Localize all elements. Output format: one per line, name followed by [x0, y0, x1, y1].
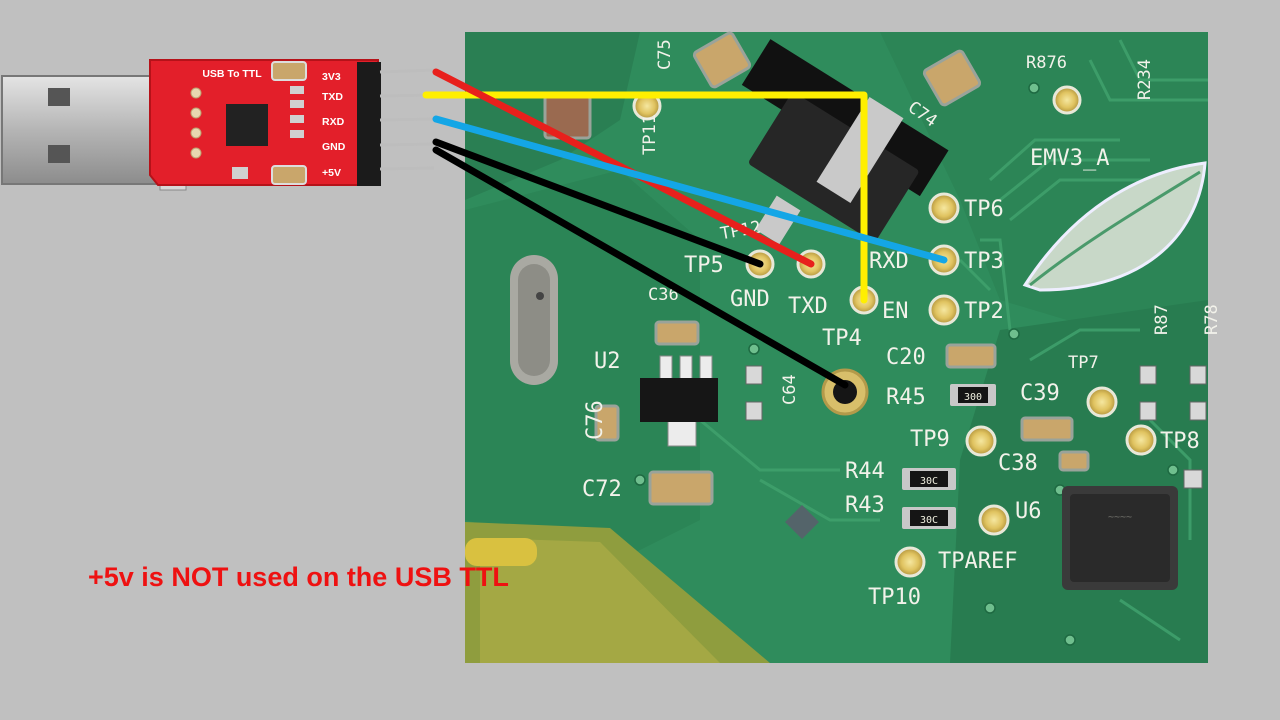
warning-note: +5v is NOT used on the USB TTL — [88, 562, 509, 592]
label-r44: R44 — [845, 459, 885, 484]
label-gnd: GND — [730, 287, 770, 312]
wires — [422, 68, 948, 389]
label-tp3: TP3 — [964, 249, 1004, 274]
label-tp8: TP8 — [1160, 429, 1200, 454]
wire-yellow-txd — [422, 91, 868, 304]
resistor-r44: 30C — [902, 468, 956, 490]
resistor-r45: 300 — [950, 384, 996, 406]
label-en: EN — [882, 299, 909, 324]
wire-black-gnd-1 — [432, 138, 764, 268]
label-r876: R876 — [1026, 53, 1067, 73]
pin-label-5v: +5V — [322, 167, 341, 179]
label-tparef: TPAREF — [938, 549, 1017, 574]
pin-header — [357, 62, 381, 186]
label-c75: C75 — [655, 39, 675, 70]
pin-label-txd: TXD — [322, 91, 343, 103]
svg-text:~~~~: ~~~~ — [1108, 512, 1132, 523]
pin-label-gnd: GND — [322, 141, 346, 153]
label-tp7: TP7 — [1068, 353, 1099, 373]
label-c38: C38 — [998, 451, 1038, 476]
usb-ttl-title: USB To TTL — [202, 68, 262, 80]
label-tp4: TP4 — [822, 326, 862, 351]
wire-black-gnd-2 — [432, 146, 849, 389]
ic-u6: ~~~~ — [1062, 486, 1178, 590]
label-txd: TXD — [788, 294, 828, 319]
label-c76: C76 — [583, 400, 608, 440]
label-r43: R43 — [845, 493, 885, 518]
label-tp9: TP9 — [910, 427, 950, 452]
usb-ttl-adapter: USB To TTL 3V3 TXD RXD GND +5V — [1, 59, 435, 191]
label-c36: C36 — [648, 285, 679, 305]
label-rxd: RXD — [869, 249, 909, 274]
label-tp2: TP2 — [964, 299, 1004, 324]
label-tp10: TP10 — [868, 585, 921, 610]
svg-text:300: 300 — [964, 392, 982, 403]
wire-blue-rxd — [432, 115, 948, 264]
label-u2: U2 — [594, 349, 621, 374]
label-r87: R87 — [1152, 304, 1172, 335]
label-emv3: EMV3_A — [1030, 146, 1109, 171]
label-c72: C72 — [582, 477, 622, 502]
label-tp6: TP6 — [964, 197, 1004, 222]
label-c64: C64 — [780, 374, 800, 405]
usb-ttl-chip — [226, 104, 268, 146]
svg-text:30C: 30C — [920, 476, 938, 487]
label-tp11: TP11 — [640, 114, 660, 155]
pin-label-3v3: 3V3 — [322, 71, 341, 83]
label-r45: R45 — [886, 385, 926, 410]
label-u6: U6 — [1015, 499, 1042, 524]
voltage-regulator — [741, 39, 949, 245]
label-r78: R78 — [1202, 304, 1222, 335]
pcb-board: 300 30C 30C ~~~~ — [465, 31, 1222, 663]
ic-u2 — [640, 355, 718, 447]
svg-text:30C: 30C — [920, 515, 938, 526]
label-r234: R234 — [1135, 59, 1155, 100]
label-c39: C39 — [1020, 381, 1060, 406]
pin-label-rxd: RXD — [322, 116, 345, 128]
mounting-slot — [510, 255, 558, 385]
label-tp5: TP5 — [684, 253, 724, 278]
resistor-r43: 30C — [902, 507, 956, 529]
label-c20: C20 — [886, 345, 926, 370]
